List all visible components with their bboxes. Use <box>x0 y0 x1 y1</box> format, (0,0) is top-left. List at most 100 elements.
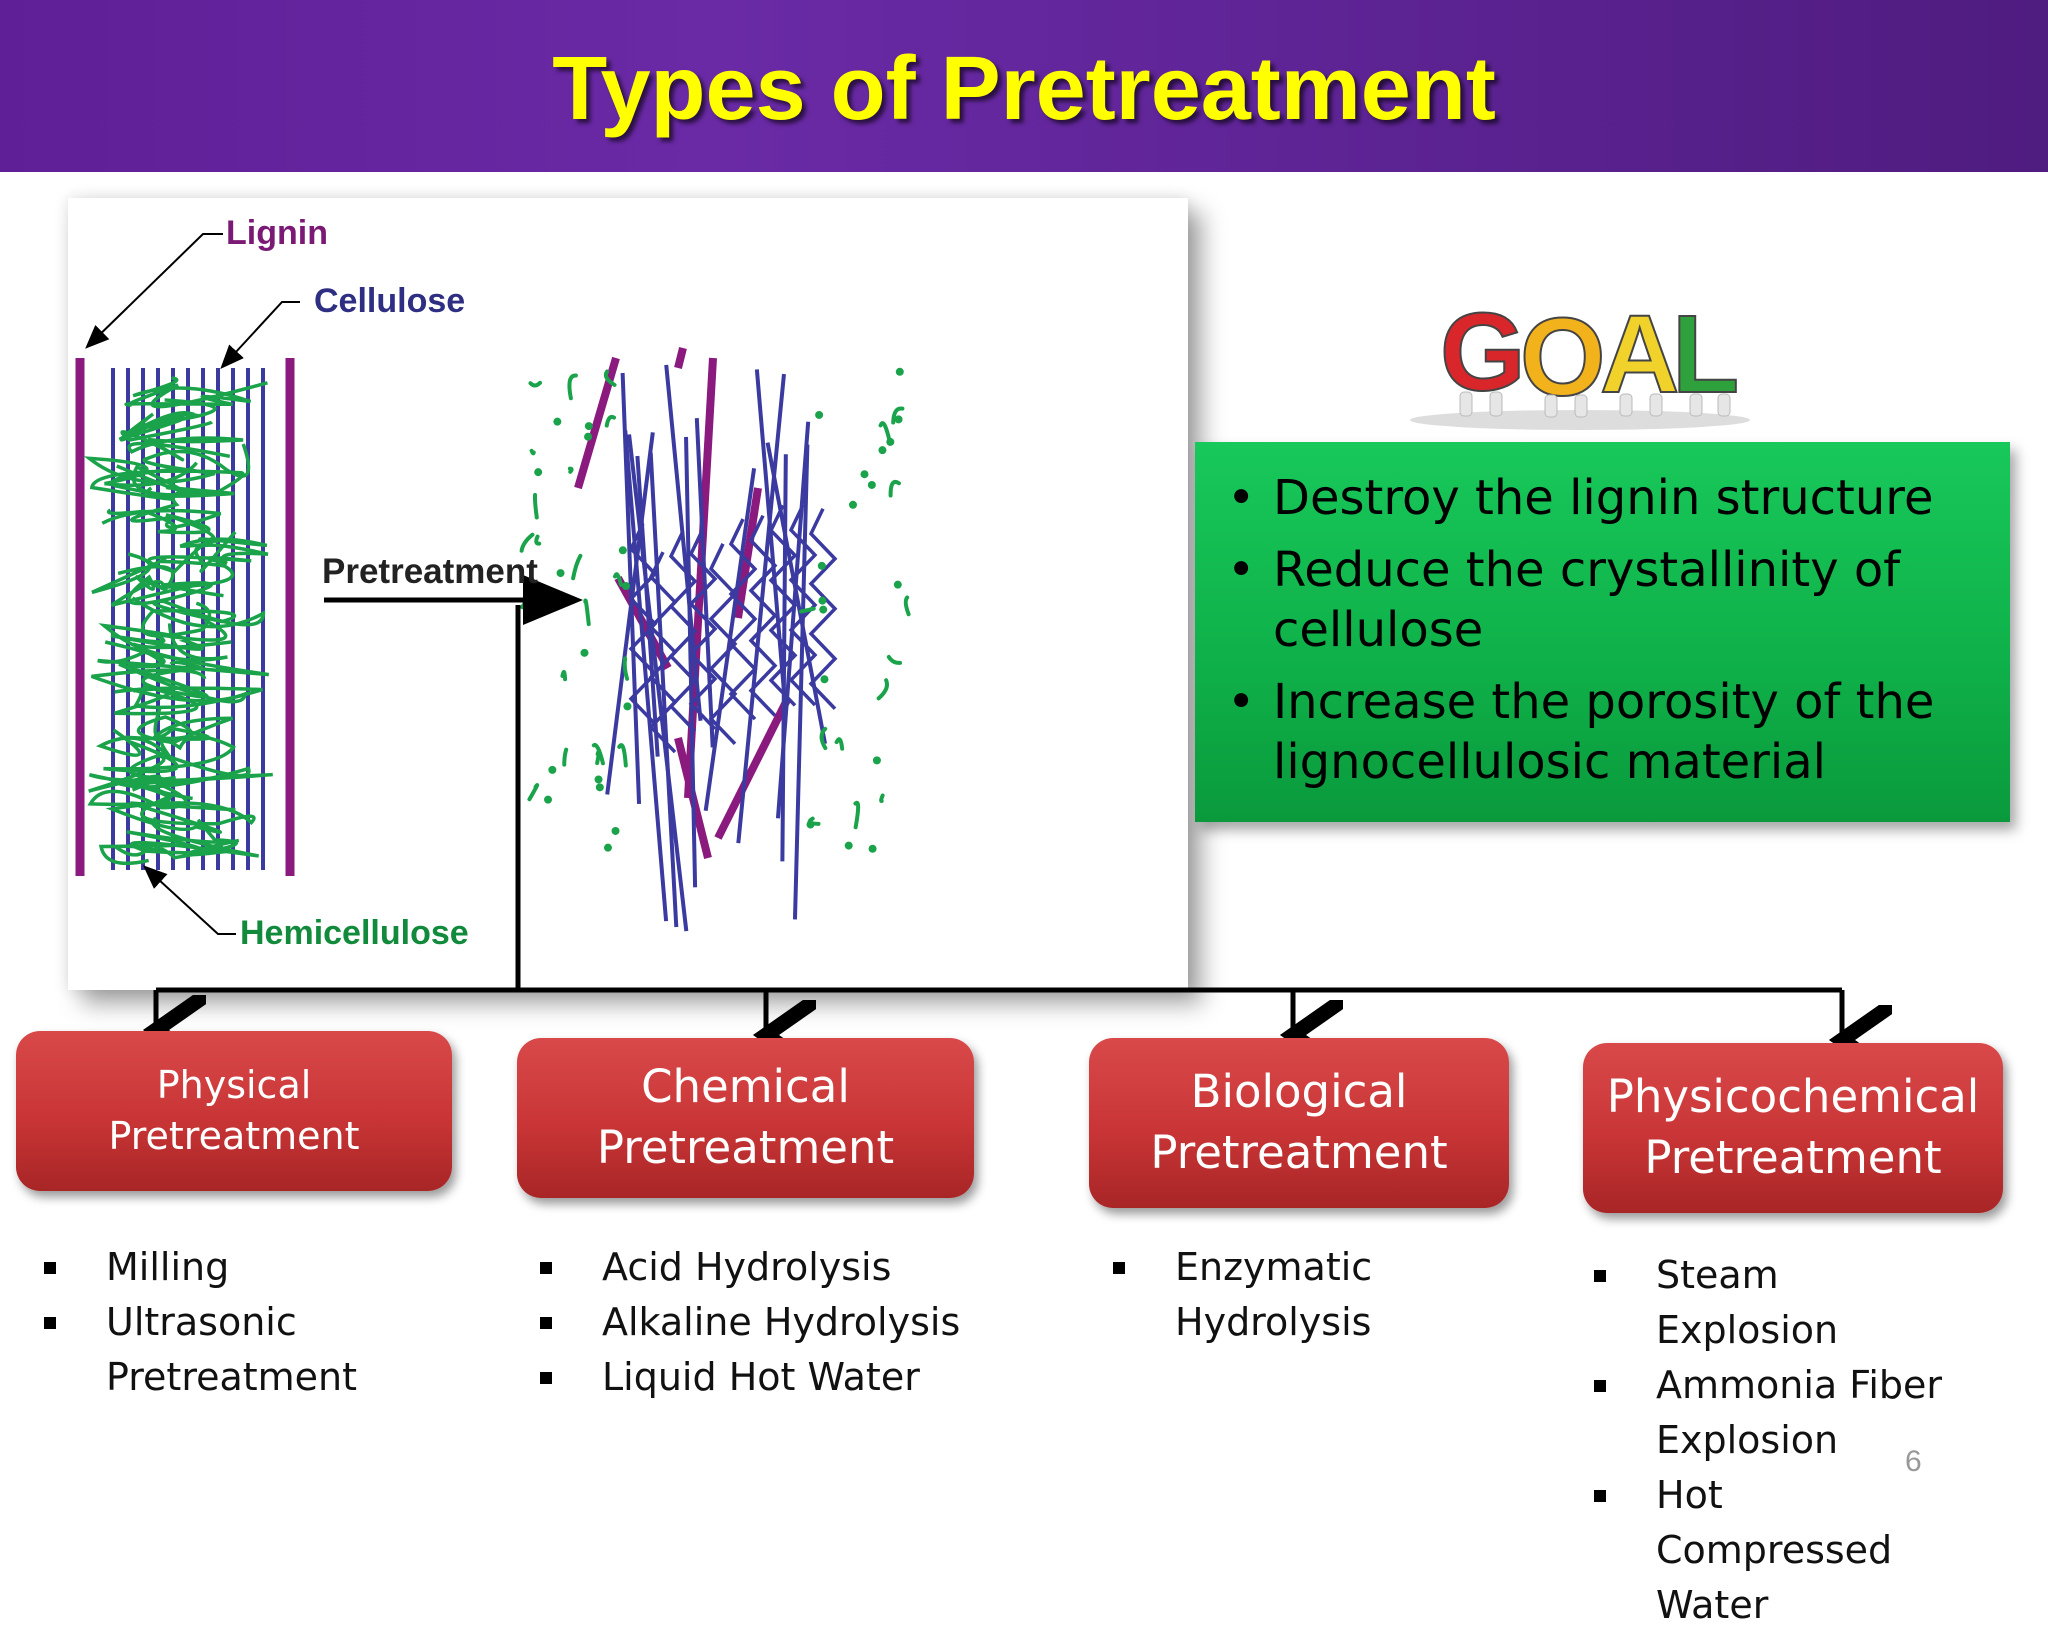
cellulose-fiber <box>664 364 703 721</box>
hemicellulose-fragment <box>819 605 828 614</box>
cellulose-fiber <box>684 436 698 888</box>
hemicellulose-strand <box>110 574 224 607</box>
hemicellulose-fragment <box>556 569 565 578</box>
lignin-fragment <box>674 347 687 369</box>
hemicellulose-strand <box>97 640 270 677</box>
untreated-structure <box>75 358 295 876</box>
lignin-fragment <box>734 487 762 619</box>
cellulose-fiber <box>808 507 838 710</box>
hemicellulose-fragment <box>878 421 892 444</box>
goal-logo: G O A L <box>1410 290 1750 430</box>
hemicellulose-fragment <box>553 417 562 426</box>
hemicellulose-fragment <box>622 656 630 681</box>
hemicellulose-fragment <box>879 793 885 804</box>
goal-box: Destroy the lignin structure Reduce the … <box>1195 442 2010 822</box>
page-number: 6 <box>1905 1445 1922 1478</box>
hemicellulose-fragment <box>834 737 845 751</box>
cellulose-pointer <box>220 301 300 369</box>
cellulose-fiber <box>623 430 669 922</box>
list-item: Enzymatic Hydrolysis <box>1113 1240 1413 1350</box>
cellulose-fiber <box>605 432 655 795</box>
hemicellulose-strand <box>131 596 266 638</box>
hemicellulose-fragment <box>580 648 589 657</box>
hemicellulose-strand <box>98 838 238 866</box>
hemicellulose-fragment <box>534 534 542 546</box>
hemicellulose-fragment <box>893 580 902 589</box>
cellulose-fiber <box>768 504 798 707</box>
hemicellulose-fragment <box>528 380 542 388</box>
lignin-pointer <box>85 233 223 349</box>
category-label: Physical Pretreatment <box>108 1062 360 1158</box>
hemicellulose-strand <box>107 508 268 549</box>
hemicellulose-label: Hemicellulose <box>240 914 469 952</box>
physicochemical-item-list: Steam Explosion Ammonia Fiber Explosion … <box>1594 1248 1964 1633</box>
category-label: Biological Pretreatment <box>1150 1065 1448 1179</box>
hemicellulose-fragment <box>888 479 901 498</box>
goal-letter-a: A <box>1600 293 1679 416</box>
list-item: Steam Explosion <box>1594 1248 1964 1358</box>
cellulose-fiber <box>688 528 718 731</box>
cellulose-fiber <box>728 518 758 721</box>
hemicellulose-fragment <box>532 492 539 520</box>
hemicellulose-strand <box>124 376 268 409</box>
hemicellulose-fragment <box>867 480 876 489</box>
hemicellulose-fragment <box>583 598 591 627</box>
cellulose-fiber <box>635 455 660 757</box>
hemicellulose-fragment <box>818 596 827 605</box>
hemicellulose-fragment <box>819 726 828 751</box>
category-label: Physicochemical Pretreatment <box>1606 1070 1980 1184</box>
category-physicochemical: Physicochemical Pretreatment <box>1583 1043 2003 1213</box>
hemicellulose-strand <box>120 420 244 462</box>
hemicellulose-fragment <box>603 843 612 852</box>
figure-svg: Lignin Cellulose Hemicellulose Pretreatm… <box>75 214 911 952</box>
hemicellulose-fragment <box>618 546 627 555</box>
hemicellulose-strand <box>114 684 263 716</box>
goal-bullet: Reduce the crystallinity of cellulose <box>1227 540 1970 660</box>
cellulose-fiber <box>694 418 715 748</box>
hemicellulose-fragment <box>604 414 617 428</box>
hemicellulose-fragment <box>560 670 568 682</box>
hemicellulose-fragment <box>527 783 540 802</box>
category-biological: Biological Pretreatment <box>1089 1038 1509 1208</box>
hemicellulose-fragment <box>584 432 593 441</box>
treated-structure <box>519 347 911 932</box>
goal-list: Destroy the lignin structure Reduce the … <box>1227 468 1970 792</box>
hemicellulose-fragment <box>860 470 869 479</box>
hemicellulose-fragment <box>611 826 620 835</box>
category-physical: Physical Pretreatment <box>16 1031 452 1191</box>
hemicellulose-fragment <box>799 606 816 614</box>
biological-item-list: Enzymatic Hydrolysis <box>1113 1240 1413 1350</box>
hemicellulose-fragment <box>621 582 630 591</box>
hemicellulose-fragment <box>534 468 543 477</box>
hemicellulose-fragment <box>868 844 877 853</box>
hemicellulose-fragment <box>519 532 535 553</box>
goal-letter-g: G <box>1440 291 1526 414</box>
lignocellulose-figure: Lignin Cellulose Hemicellulose Pretreatm… <box>68 198 1188 990</box>
hemicellulose-strand <box>101 485 235 529</box>
list-item: Ultrasonic Pretreatment <box>44 1295 374 1405</box>
hemicellulose-fragment <box>562 747 569 767</box>
hemicellulose-fragment <box>844 841 853 850</box>
hemicellulose-strand <box>125 707 234 745</box>
hemicellulose-fragment <box>886 654 903 665</box>
chemical-item-list: Acid Hydrolysis Alkaline Hydrolysis Liqu… <box>540 1240 980 1405</box>
header-bar <box>0 0 2048 172</box>
hemicellulose-fragment <box>603 369 617 387</box>
category-label: Chemical Pretreatment <box>596 1060 895 1174</box>
hemicellulose-fragment <box>567 466 574 474</box>
lignin-fragment <box>574 356 620 490</box>
hemicellulose-fragment <box>591 742 605 766</box>
hemicellulose-fragment <box>613 572 624 587</box>
hemicellulose-fragment <box>595 783 604 792</box>
category-chemical: Chemical Pretreatment <box>517 1038 974 1198</box>
hemicellulose-fragment <box>529 448 536 456</box>
hemicellulose-fragment <box>903 595 911 617</box>
hemicellulose-fragment <box>567 373 578 401</box>
hemicellulose-fragment <box>872 756 881 765</box>
cellulose-fiber <box>788 504 818 707</box>
hemicellulose-strand <box>95 728 237 774</box>
hemicellulose-fragment <box>895 367 904 376</box>
list-item: Hot Compressed Water <box>1594 1468 1964 1633</box>
goal-letter-o: O <box>1520 296 1606 419</box>
slide-title: Types of Pretreatment <box>552 39 1496 139</box>
